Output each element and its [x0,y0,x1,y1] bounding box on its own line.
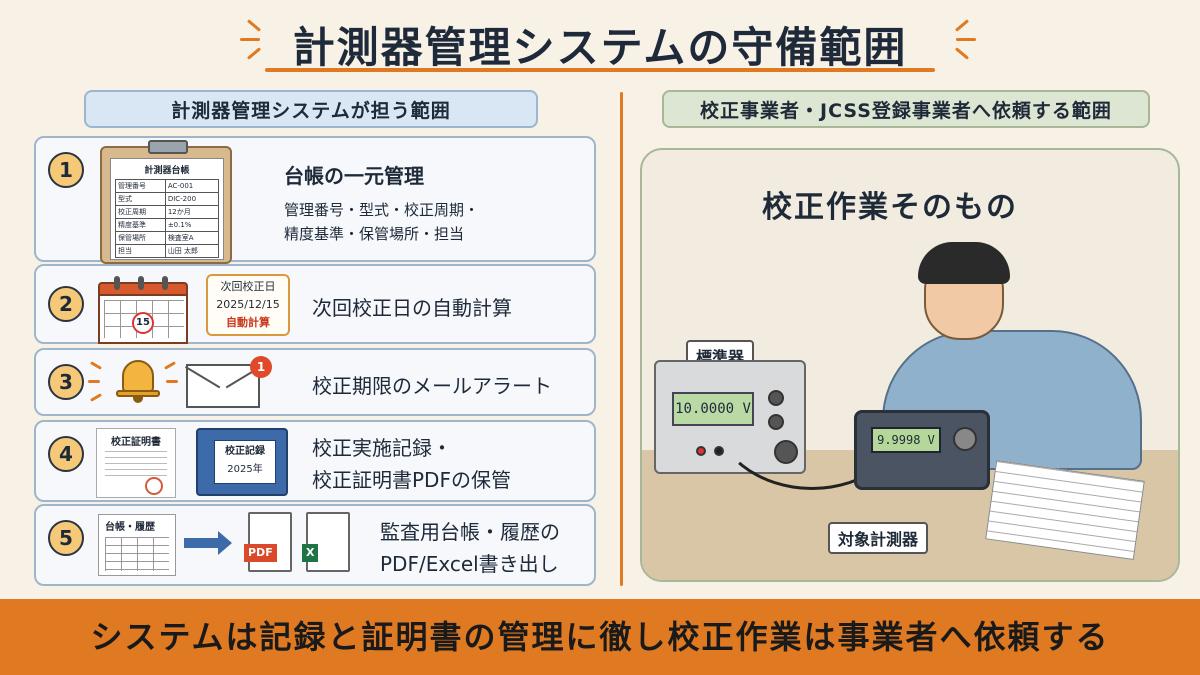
callout-date: 2025/12/15 [216,298,280,311]
pdf-tag: PDF [244,544,277,562]
ledger-value: AC-001 [164,179,220,193]
item-number: 4 [48,436,84,472]
scope-item-3: 3 1 校正期限のメールアラート [34,348,596,416]
binder-label-line2: 2025年 [227,464,263,475]
item-title-line1: 校正実施記録・ [312,436,452,460]
ledger-heading: 計測器台帳 [144,166,190,176]
ledger-history-sheet-icon: 台帳・履歴 [98,514,176,576]
item-number: 3 [48,364,84,400]
panel-divider [620,92,623,586]
device-under-test: 9.9998 V [854,410,990,490]
item-number: 1 [48,152,84,188]
left-panel-header: 計測器管理システムが担う範囲 [84,90,538,128]
terminal-icon [696,446,706,456]
callout-label: 次回校正日 [220,280,276,293]
mail-icon [186,364,260,408]
scope-item-4: 4 校正証明書 校正記録 2025年 校正実施記録・ 校正証明書PDFの保管 [34,420,596,502]
item-number: 5 [48,520,84,556]
ledger-key: 管理番号 [115,179,166,193]
calendar-day: 15 [132,312,154,334]
scene-title: 校正作業そのもの [762,190,1018,225]
terminal-icon [714,446,724,456]
certificate-icon: 校正証明書 [96,428,176,498]
calendar-icon: 15 [98,276,188,344]
binder-icon: 校正記録 2025年 [196,428,288,496]
excel-tag: X [302,544,319,562]
callout-note: 自動計算 [226,316,270,329]
ledger-key: 校正周期 [115,205,166,219]
seal-icon [145,477,163,495]
ledger-value: 12か月 [164,205,220,219]
notification-badge: 1 [250,356,272,378]
binder-label-line1: 校正記録 [225,446,265,457]
item-title-line2: PDF/Excel書き出し [380,552,559,576]
spark-right-icon [944,18,980,60]
ledger-value: 検査室A [164,231,220,245]
bell-icon [116,356,160,403]
footer-banner: システムは記録と証明書の管理に徹し校正作業は事業者へ依頼する [0,599,1200,675]
clip-icon [148,140,188,154]
item-title: 次回校正日の自動計算 [312,296,512,320]
title-underline [265,68,935,72]
dut-label: 対象計測器 [828,522,929,554]
ledger-key: 担当 [115,244,166,258]
right-panel-header: 校正事業者・JCSS登録事業者へ依頼する範囲 [662,90,1150,128]
scope-item-5: 5 台帳・履歴 PDF X 監査用台帳・履歴の PDF/Excel書き出し [34,504,596,586]
dial-icon [953,427,977,451]
page-title: 計測器管理システムの守備範囲 [292,23,908,72]
ledger-value: ±0.1% [164,218,220,232]
sheet-label: 台帳・履歴 [105,522,155,533]
certificate-label: 校正証明書 [111,437,161,448]
item-title: 校正期限のメールアラート [312,374,552,398]
technician-hair [918,242,1010,284]
item-title: 台帳の一元管理 [284,164,424,188]
ledger-key: 精度基準 [115,218,166,232]
arrow-right-icon [184,531,232,555]
item-title-line2: 校正証明書PDFの保管 [312,468,511,492]
title-area: 計測器管理システムの守備範囲 [0,6,1200,76]
alert-rays-icon [88,358,178,404]
test-lead-cable [712,330,912,490]
dut-display: 9.9998 V [871,427,941,453]
ledger-value: DIC-200 [164,192,220,206]
spark-left-icon [238,18,274,60]
item-title-line1: 監査用台帳・履歴の [380,520,560,544]
scope-item-2: 2 15 次回校正日 2025/12/15 自動計算 次回校正日の自動計算 [34,264,596,344]
calibration-scene: 校正作業そのもの 標準器 10.0000 V 9.9998 V 対象計測器 [640,148,1180,582]
ledger-key: 保管場所 [115,231,166,245]
ledger-key: 型式 [115,192,166,206]
item-number: 2 [48,286,84,322]
ledger-value: 山田 太郎 [164,244,220,258]
next-calibration-callout: 次回校正日 2025/12/15 自動計算 [206,274,290,336]
excel-file-icon: X [302,512,350,572]
item-subtitle-line2: 精度基準・保管場所・担当 [284,225,465,243]
item-subtitle-line1: 管理番号・型式・校正周期・ [284,201,480,219]
pdf-file-icon: PDF [244,512,292,572]
